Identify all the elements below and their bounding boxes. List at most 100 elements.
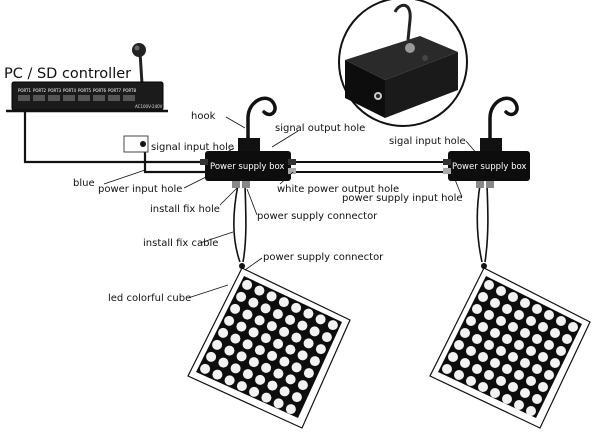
controller-power-rating: AC100V-240V	[135, 104, 163, 109]
led-dot	[520, 358, 530, 368]
led-dot	[224, 345, 235, 356]
led-dot	[291, 302, 302, 313]
led-dot	[249, 386, 260, 397]
led-dot	[478, 292, 488, 302]
led-dot	[484, 340, 494, 350]
led-dot	[538, 322, 548, 332]
hook-icon	[246, 96, 277, 142]
led-dot	[526, 406, 536, 416]
led-dot	[490, 298, 500, 308]
hook-icon	[488, 96, 519, 142]
led-dot	[291, 332, 302, 343]
led-dot	[224, 315, 235, 326]
label-install-fix-cable: install fix cable	[143, 238, 218, 249]
led-dot	[502, 304, 512, 314]
led-dot	[538, 352, 548, 362]
connector-icon	[405, 43, 415, 53]
led-dot	[490, 358, 500, 368]
led-dot	[218, 357, 229, 368]
label-blue: blue	[73, 178, 95, 189]
led-dot	[514, 310, 524, 320]
led-dot	[327, 320, 338, 331]
controller-port-label: PORT8	[123, 88, 136, 93]
power-supply-box-left: Power supply box	[200, 151, 296, 188]
led-dot	[448, 352, 458, 362]
led-dot	[478, 382, 488, 392]
led-dot	[454, 370, 464, 380]
led-dot	[255, 374, 266, 385]
controller-port	[93, 95, 105, 101]
led-dot	[514, 370, 524, 380]
led-dot	[242, 279, 253, 290]
led-dot	[526, 316, 536, 326]
led-dot	[285, 404, 296, 415]
led-dot	[236, 321, 247, 332]
controller-port-label: PORT1	[18, 88, 31, 93]
label-power-supply-connector: power supply connector	[257, 211, 378, 222]
led-dot	[520, 298, 530, 308]
power-box-label: Power supply box	[452, 162, 526, 172]
led-dot	[242, 309, 253, 320]
led-dot	[236, 351, 247, 362]
led-dot	[454, 340, 464, 350]
led-panel-left	[187, 263, 351, 429]
led-dot	[532, 334, 542, 344]
led-dot	[212, 369, 223, 380]
led-dot	[550, 328, 560, 338]
led-dot	[508, 352, 518, 362]
hook-base	[238, 138, 260, 152]
led-dot	[496, 316, 506, 326]
led-panel-right	[429, 263, 591, 429]
led-dot	[248, 297, 259, 308]
led-dot	[260, 333, 271, 344]
led-dot	[484, 280, 494, 290]
led-dot	[526, 346, 536, 356]
led-dot	[550, 358, 560, 368]
led-dot	[260, 303, 271, 314]
led-dot	[472, 364, 482, 374]
led-dot	[508, 292, 518, 302]
wires	[23, 111, 492, 263]
led-dot	[460, 328, 470, 338]
controller-port	[123, 95, 135, 101]
label-hook: hook	[191, 111, 216, 122]
leader-lines	[103, 116, 479, 299]
led-dot	[315, 344, 326, 355]
led-dot	[526, 376, 536, 386]
led-dot	[466, 346, 476, 356]
led-dot	[520, 328, 530, 338]
controller-port	[78, 95, 90, 101]
controller-title: PC / SD controller	[4, 66, 131, 82]
led-dot	[236, 291, 247, 302]
led-dot	[272, 309, 283, 320]
led-dot	[248, 357, 259, 368]
label-white-power-output-hole: white power output hole	[277, 184, 399, 195]
led-dot	[309, 326, 320, 337]
led-dot	[460, 358, 470, 368]
led-dot	[484, 310, 494, 320]
power-socket	[123, 135, 149, 153]
led-dot	[254, 285, 265, 296]
led-dot	[261, 392, 272, 403]
controller-port	[18, 95, 30, 101]
label-install-fix-hole: install fix hole	[150, 204, 220, 215]
led-dot	[478, 322, 488, 332]
led-dot	[502, 334, 512, 344]
led-dot	[466, 316, 476, 326]
led-dot	[273, 338, 284, 349]
led-dot	[206, 351, 217, 362]
led-dot	[236, 381, 247, 392]
led-dot	[532, 394, 542, 404]
led-dot	[309, 356, 320, 367]
led-dot	[472, 304, 482, 314]
led-dot	[242, 369, 253, 380]
led-dot	[242, 339, 253, 350]
power-plug-icon	[140, 141, 146, 147]
led-dot	[442, 364, 452, 374]
led-dot	[544, 310, 554, 320]
led-dot	[472, 334, 482, 344]
led-dot	[496, 346, 506, 356]
led-dot	[285, 344, 296, 355]
